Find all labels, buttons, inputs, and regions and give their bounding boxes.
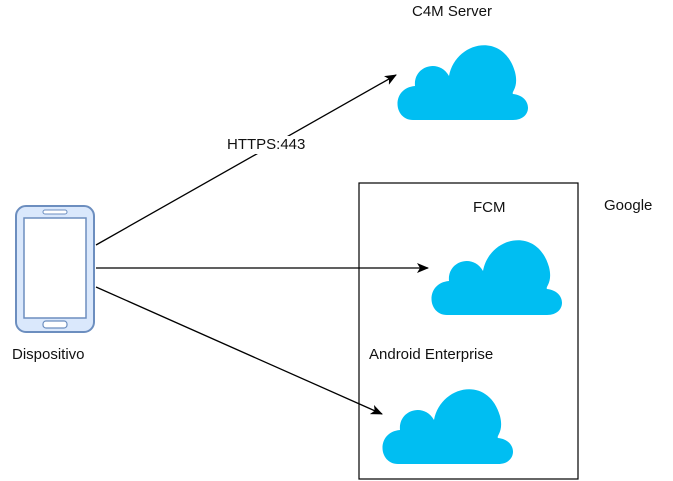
google-group-box [358, 182, 579, 480]
edge-device-to-c4m [95, 74, 397, 246]
fcm-label: FCM [473, 199, 506, 216]
cloud-icon [397, 45, 528, 120]
android-enterprise-label: Android Enterprise [369, 346, 494, 363]
edge-label-https: HTTPS:443 [225, 136, 308, 154]
edge-device-to-android-enterprise [95, 286, 383, 415]
smartphone-icon [15, 205, 95, 333]
cloud-icon [382, 389, 513, 464]
device-label: Dispositivo [12, 346, 85, 363]
google-group-label: Google [604, 197, 653, 214]
cloud-icon [431, 240, 562, 315]
c4m-server-label: C4M Server [412, 3, 493, 20]
